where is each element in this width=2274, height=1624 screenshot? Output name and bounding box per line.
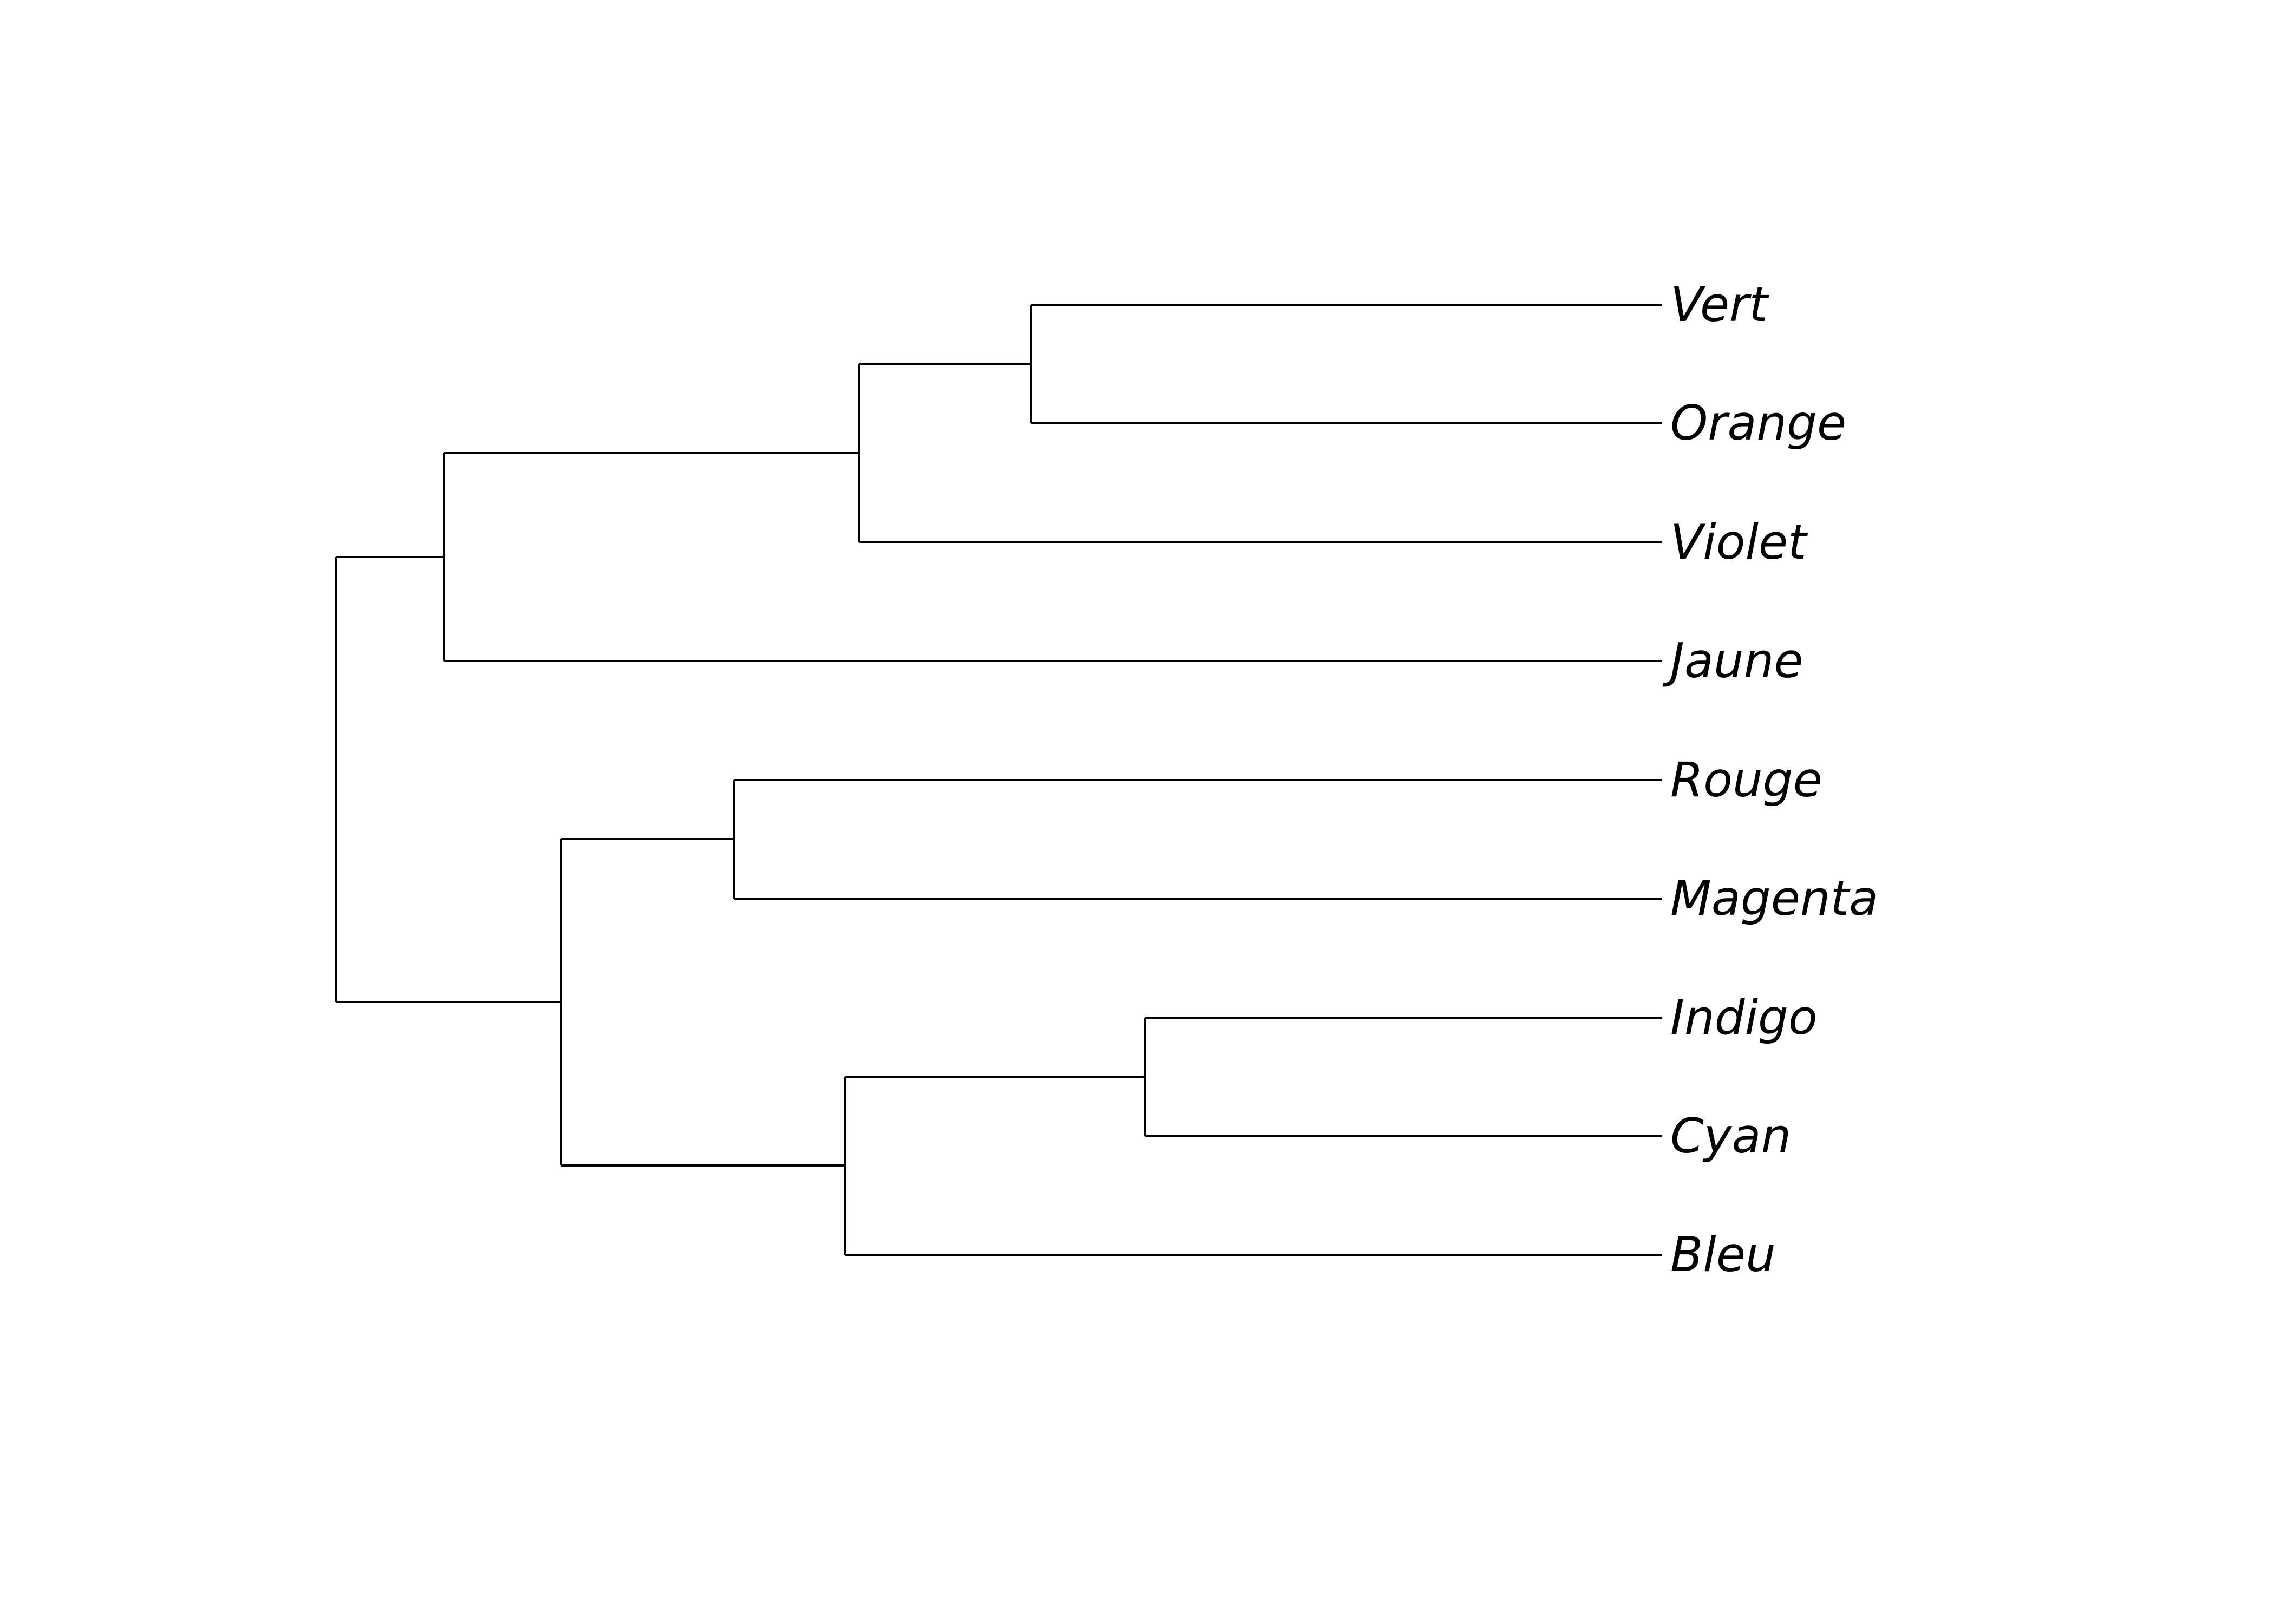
leaf-label-rouge: Rouge — [1670, 752, 1822, 808]
leaf-label-orange: Orange — [1670, 395, 1847, 451]
leaf-label-violet: Violet — [1670, 514, 1807, 570]
leaf-label-indigo: Indigo — [1670, 990, 1818, 1045]
leaf-label-bleu: Bleu — [1670, 1227, 1776, 1282]
leaf-label-magenta: Magenta — [1670, 870, 1879, 926]
leaf-label-vert: Vert — [1670, 277, 1768, 332]
dendrogram-links — [335, 304, 1662, 1256]
leaf-label-jaune: Jaune — [1670, 633, 1803, 689]
leaf-label-cyan: Cyan — [1670, 1108, 1792, 1164]
